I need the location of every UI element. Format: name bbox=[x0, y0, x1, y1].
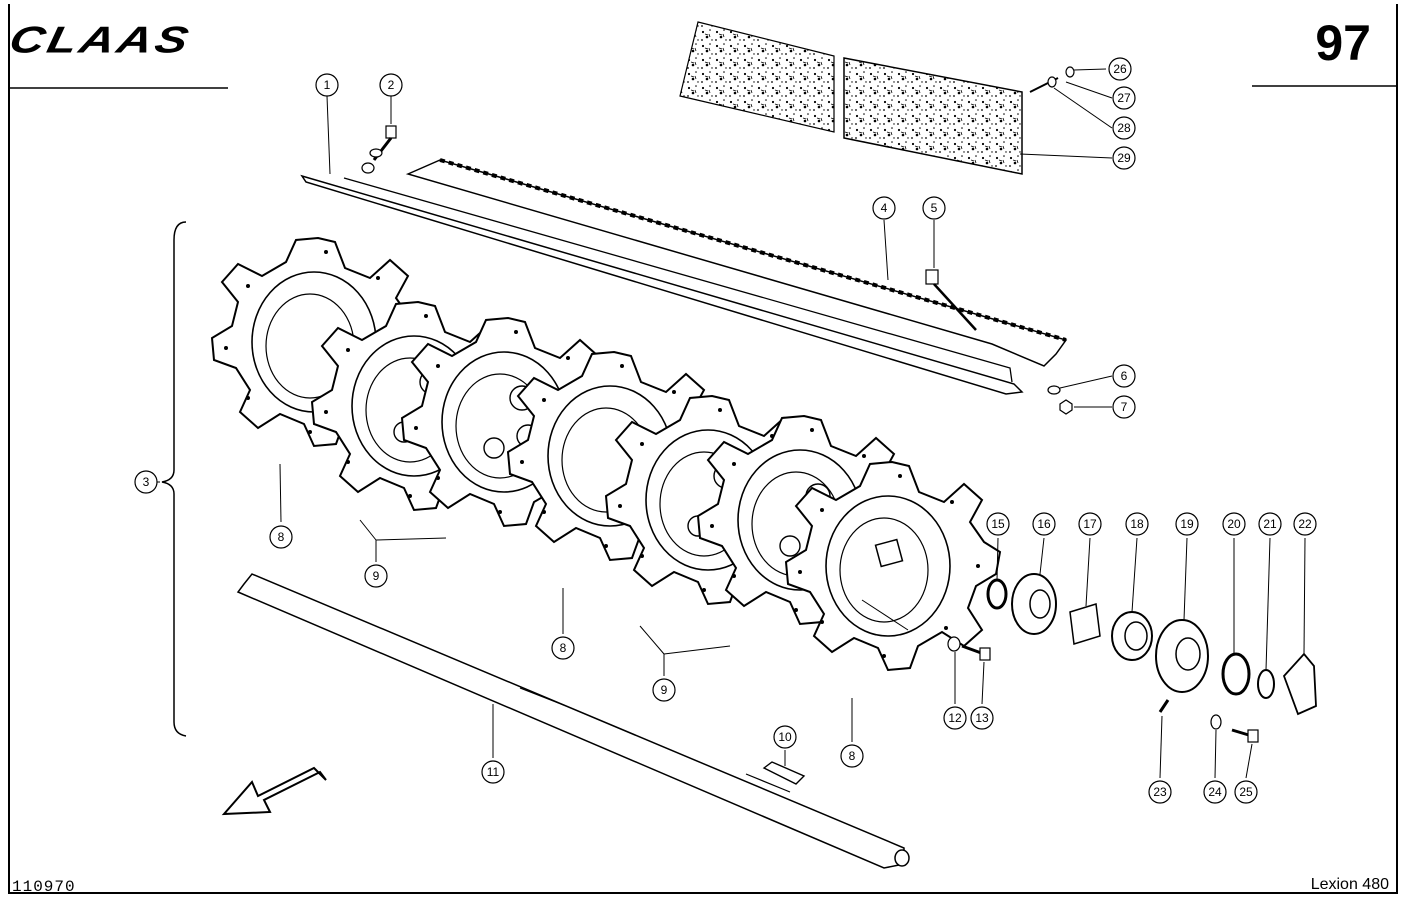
svg-text:22: 22 bbox=[1298, 517, 1312, 531]
washer-nut bbox=[1047, 385, 1073, 415]
svg-text:24: 24 bbox=[1208, 785, 1222, 799]
svg-text:8: 8 bbox=[278, 530, 285, 544]
callout-17: 17 bbox=[1078, 512, 1102, 536]
svg-text:8: 8 bbox=[849, 749, 856, 763]
shaft-key bbox=[762, 761, 806, 785]
callout-20: 20 bbox=[1222, 512, 1246, 536]
callout-10: 10 bbox=[773, 725, 797, 749]
callout-29: 29 bbox=[1112, 146, 1136, 170]
bolt-5 bbox=[925, 269, 977, 331]
page-number: 97 bbox=[1315, 15, 1371, 71]
svg-text:18: 18 bbox=[1130, 517, 1144, 531]
callout-5: 5 bbox=[922, 196, 946, 220]
callout-3: 3 bbox=[134, 470, 158, 494]
callout-7: 7 bbox=[1112, 395, 1136, 419]
svg-text:19: 19 bbox=[1180, 517, 1194, 531]
bearing-assembly bbox=[986, 573, 1317, 743]
group-bracket bbox=[161, 221, 187, 737]
callout-18: 18 bbox=[1125, 512, 1149, 536]
svg-text:6: 6 bbox=[1121, 369, 1128, 383]
drawing-number: 110970 bbox=[12, 878, 76, 896]
strip-bolt bbox=[1029, 66, 1075, 93]
callout-1: 1 bbox=[315, 73, 339, 97]
callout-21: 21 bbox=[1258, 512, 1282, 536]
svg-text:13: 13 bbox=[975, 711, 989, 725]
svg-text:9: 9 bbox=[373, 569, 380, 583]
svg-text:28: 28 bbox=[1117, 121, 1131, 135]
callout-23: 23 bbox=[1148, 780, 1172, 804]
svg-text:5: 5 bbox=[931, 201, 938, 215]
callout-22: 22 bbox=[1293, 512, 1317, 536]
sprocket-stack bbox=[211, 237, 1001, 671]
svg-text:11: 11 bbox=[487, 765, 500, 779]
svg-text:27: 27 bbox=[1117, 91, 1131, 105]
callout-9a: 9 bbox=[364, 564, 388, 588]
callout-16: 16 bbox=[1032, 512, 1056, 536]
callout-11: 11 bbox=[481, 760, 505, 784]
svg-text:7: 7 bbox=[1121, 400, 1128, 414]
callout-4: 4 bbox=[872, 196, 896, 220]
svg-text:4: 4 bbox=[881, 201, 888, 215]
leader-lines bbox=[146, 68, 1306, 779]
rubber-strip-pair bbox=[679, 21, 1023, 175]
callout-15: 15 bbox=[986, 512, 1010, 536]
svg-text:17: 17 bbox=[1083, 517, 1097, 531]
callout-2: 2 bbox=[379, 73, 403, 97]
svg-text:12: 12 bbox=[948, 711, 962, 725]
page-frame bbox=[8, 4, 1398, 894]
svg-text:21: 21 bbox=[1263, 517, 1277, 531]
svg-text:8: 8 bbox=[560, 641, 567, 655]
callout-9b: 9 bbox=[652, 678, 676, 702]
callout-12: 12 bbox=[943, 706, 967, 730]
svg-text:15: 15 bbox=[991, 517, 1005, 531]
arrow-down-left-icon bbox=[221, 766, 327, 816]
svg-text:16: 16 bbox=[1037, 517, 1051, 531]
callout-19: 19 bbox=[1175, 512, 1199, 536]
svg-text:3: 3 bbox=[143, 475, 150, 489]
angle-bar bbox=[300, 174, 1024, 395]
callout-27: 27 bbox=[1112, 86, 1136, 110]
svg-text:29: 29 bbox=[1117, 151, 1131, 165]
model-name: Lexion 480 bbox=[1310, 876, 1389, 893]
svg-text:2: 2 bbox=[388, 78, 395, 92]
svg-text:1: 1 bbox=[324, 78, 331, 92]
svg-text:23: 23 bbox=[1153, 785, 1167, 799]
callout-26: 26 bbox=[1108, 57, 1132, 81]
toothed-bar bbox=[405, 158, 1068, 367]
svg-text:26: 26 bbox=[1113, 62, 1127, 76]
bolt-washer-2 bbox=[361, 125, 397, 174]
callout-8b: 8 bbox=[551, 636, 575, 660]
callout-24: 24 bbox=[1203, 780, 1227, 804]
drive-shaft bbox=[236, 573, 910, 869]
callout-8c: 8 bbox=[840, 744, 864, 768]
svg-text:9: 9 bbox=[661, 683, 668, 697]
washer-bolt-12-13 bbox=[947, 636, 991, 661]
callout-25: 25 bbox=[1234, 780, 1258, 804]
callout-13: 13 bbox=[970, 706, 994, 730]
callout-8a: 8 bbox=[269, 525, 293, 549]
svg-text:10: 10 bbox=[778, 730, 792, 744]
callout-28: 28 bbox=[1112, 116, 1136, 140]
svg-text:20: 20 bbox=[1227, 517, 1241, 531]
svg-text:25: 25 bbox=[1239, 785, 1253, 799]
callout-6: 6 bbox=[1112, 364, 1136, 388]
